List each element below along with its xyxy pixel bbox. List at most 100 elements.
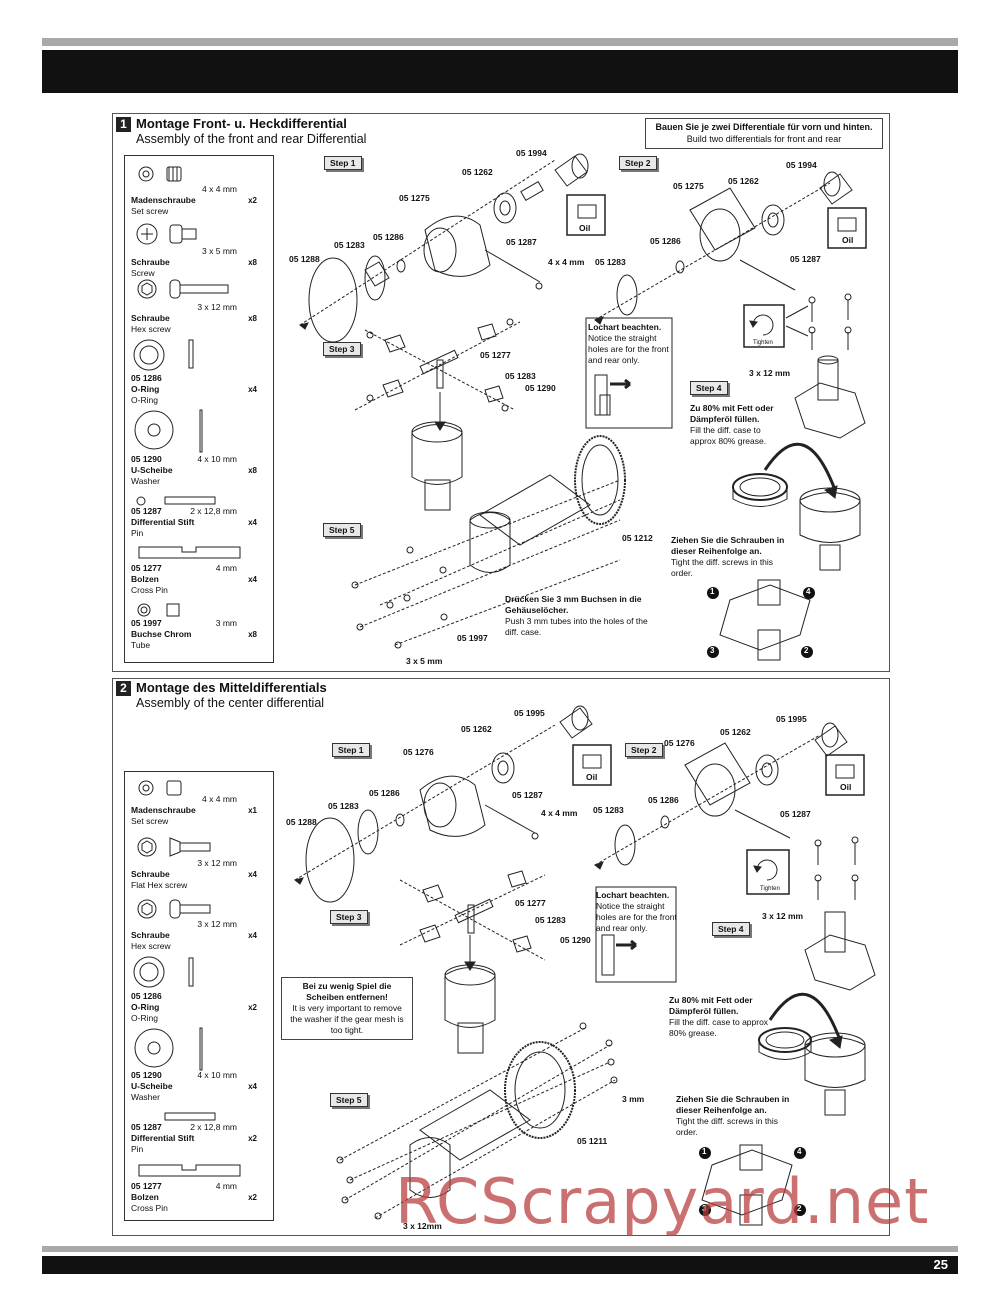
step-1-label: Step 1 <box>324 156 362 170</box>
screw-order-icon <box>701 1144 793 1226</box>
diagram-label: 05 1276 <box>664 738 695 748</box>
screws-icon <box>814 836 859 900</box>
oil-bottle-icon <box>825 754 865 796</box>
diagram-label: 05 1283 <box>595 257 626 267</box>
step-2-label: Step 2 <box>625 743 663 757</box>
oil-label: Oil <box>842 235 854 245</box>
page-number: 25 <box>933 1257 948 1272</box>
oil-label: Oil <box>579 223 591 233</box>
callout-fill: Zu 80% mit Fett oder Dämpferöl füllen. F… <box>690 403 774 446</box>
parts-list: 4 x 4 mm Madenschraube Set screw x2 3 x … <box>124 155 274 663</box>
section-number: 2 <box>116 681 131 696</box>
step-5-label: Step 5 <box>323 523 361 537</box>
diagram-label: 05 1275 <box>673 181 704 191</box>
hex-screw-icon <box>137 899 211 919</box>
washer-icon <box>134 1027 203 1071</box>
order-marker: 4 <box>806 587 811 596</box>
diagram-label: 05 1286 <box>369 788 400 798</box>
oil-bottle-icon <box>572 744 612 786</box>
screw-order-markers <box>699 587 815 1216</box>
oil-bottle-icon <box>827 207 867 249</box>
diagram-label: 05 1994 <box>516 148 547 158</box>
parts-list: 4 x 4 mm Madenschraube Set screw x1 3 x … <box>124 771 274 1221</box>
order-marker: 3 <box>702 1204 707 1213</box>
diagram-label: 05 1997 <box>457 633 488 643</box>
diagram-label: 05 1212 <box>622 533 653 543</box>
diagram-label: 05 1262 <box>720 727 751 737</box>
hex-screw-icon <box>137 279 229 299</box>
tighten-label: Tighten <box>760 886 780 892</box>
callout-shim: Bei zu wenig Spiel die Scheiben entferne… <box>281 977 413 1041</box>
tighten-icon <box>746 849 790 895</box>
diagram-label: 05 1262 <box>728 176 759 186</box>
flat-hex-screw-icon <box>137 837 211 857</box>
section-subtitle: Assembly of the front and rear Different… <box>136 132 367 146</box>
diagram-label: 05 1262 <box>461 724 492 734</box>
diagram-label: 05 1211 <box>577 1136 608 1146</box>
header-band <box>42 50 958 93</box>
part-screw: 3 x 5 mm Schraube Screw x8 <box>131 246 257 278</box>
diagram-label: 05 1286 <box>373 232 404 242</box>
tighten-label: Tighten <box>753 340 773 346</box>
callout-fill: Zu 80% mit Fett oder Dämpferöl füllen. F… <box>669 995 769 1038</box>
ring-gear-icon <box>351 435 626 649</box>
callout-hole-type: Lochart beachten. Notice the straight ho… <box>596 890 677 933</box>
screws-icon <box>785 293 852 350</box>
section-title: Montage Front- u. Heckdifferential <box>136 116 347 131</box>
section-number: 1 <box>116 117 131 132</box>
diagram-label: 3 x 5 mm <box>406 656 443 666</box>
step-4-label: Step 4 <box>690 381 728 395</box>
diagram-label: 05 1287 <box>506 237 537 247</box>
diagram-label: 05 1275 <box>399 193 430 203</box>
diagram-label: 3 x 12 mm <box>749 368 791 378</box>
build-note-en: Build two differentials for front and re… <box>686 133 842 144</box>
diff-case-icon <box>594 171 853 325</box>
diagram-label: 3 x 12mm <box>403 1221 442 1231</box>
step-4-label: Step 4 <box>712 922 750 936</box>
grease-tub-icon <box>732 473 788 507</box>
set-screw-icon <box>138 780 182 796</box>
spur-gear-icon <box>336 1022 618 1220</box>
part-set-screw: 4 x 4 mm Madenschraube Set screw x2 <box>131 184 257 216</box>
diagram-label: 05 1287 <box>780 809 811 819</box>
diagram-label: 05 1287 <box>512 790 543 800</box>
step-2-label: Step 2 <box>619 156 657 170</box>
diagram-label: 05 1288 <box>289 254 320 264</box>
grease-tub-icon <box>758 1027 812 1060</box>
order-marker: 1 <box>710 587 715 596</box>
oil-label: Oil <box>840 782 852 792</box>
diagram-label: 05 1262 <box>462 167 493 177</box>
part-set-screw: 4 x 4 mm Madenschraube Set screw x1 <box>131 794 257 826</box>
diff-assembly-icon <box>768 911 876 1116</box>
diagram-label: 05 1277 <box>480 350 511 360</box>
order-marker: 2 <box>797 1204 802 1213</box>
diff-housing-icon <box>411 421 463 511</box>
diagram-label: 05 1290 <box>560 935 591 945</box>
diagram-label: 05 1283 <box>593 805 624 815</box>
order-marker: 2 <box>804 646 809 655</box>
cross-pin-icon <box>138 1164 241 1177</box>
diagram-label: 05 1283 <box>334 240 365 250</box>
diagram-label: 05 1283 <box>505 371 536 381</box>
diagram-label: 05 1290 <box>525 383 556 393</box>
order-marker: 3 <box>710 646 715 655</box>
callout-screw-order: Ziehen Sie die Schrauben in dieser Reihe… <box>671 535 785 578</box>
callout-tubes: Drücken Sie 3 mm Buchsen in die Gehäusel… <box>505 594 648 637</box>
step-5-label: Step 5 <box>330 1093 368 1107</box>
footer-rule <box>42 1246 958 1252</box>
part-o-ring: 05 1286 O-Ring O-Ring x2 <box>131 991 257 1023</box>
diagram-label: 05 1283 <box>328 801 359 811</box>
section-title: Montage des Mitteldifferentials <box>136 680 327 695</box>
washer-icon <box>134 409 203 453</box>
section-subtitle: Assembly of the center differential <box>136 696 325 710</box>
diff-step1-icon <box>293 705 593 903</box>
build-note-de: Bauen Sie je zwei Differentiale für vorn… <box>655 122 873 132</box>
pin-icon <box>164 1112 216 1121</box>
step-3-label: Step 3 <box>330 910 368 924</box>
order-marker: 4 <box>797 1147 802 1156</box>
footer-band <box>42 1256 958 1274</box>
